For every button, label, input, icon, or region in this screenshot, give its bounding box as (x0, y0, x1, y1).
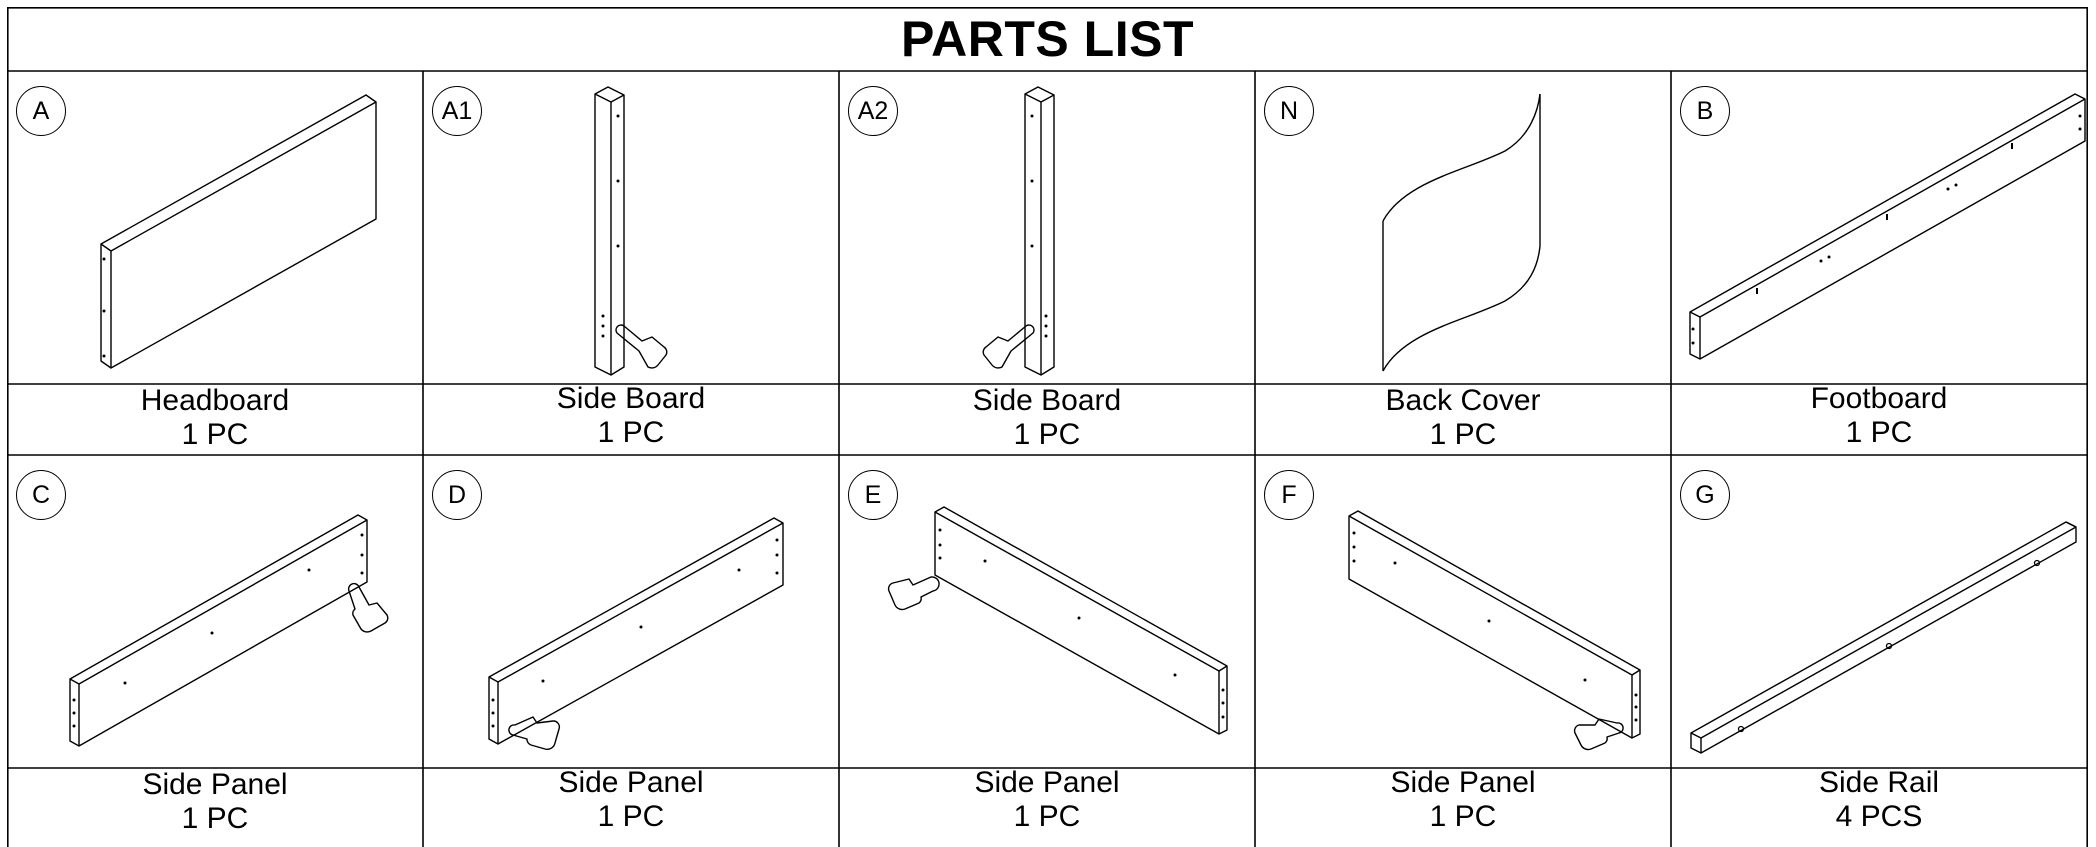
side-rail-icon (1690, 521, 2077, 754)
part-label: Side Panel 1 PC (1255, 766, 1671, 834)
part-label: Side Panel 1 PC (839, 766, 1255, 834)
part-label: Side Panel 1 PC (423, 766, 839, 834)
part-badge: F (1264, 470, 1314, 520)
side-panel-icon (488, 517, 784, 750)
part-name: Side Rail (1818, 766, 1940, 799)
table-grid (7, 7, 2088, 847)
part-label: Side Board 1 PC (839, 384, 1255, 452)
part-badge: A (16, 86, 66, 136)
part-quantity: 1 PC (181, 418, 249, 451)
part-quantity: 4 PCS (1835, 800, 1923, 833)
part-badge: A1 (432, 86, 482, 136)
part-name: Headboard (140, 384, 290, 417)
part-quantity: 1 PC (597, 416, 665, 449)
side-panel-icon (887, 506, 1228, 735)
part-badge: D (432, 470, 482, 520)
part-badge: C (16, 470, 66, 520)
side-panel-icon (69, 514, 389, 747)
part-name: Side Panel (558, 766, 704, 799)
part-badge: B (1680, 86, 1730, 136)
part-badge: G (1680, 470, 1730, 520)
part-name: Side Board (972, 384, 1122, 417)
part-name: Side Panel (1390, 766, 1536, 799)
part-label: Side Panel 1 PC (7, 768, 423, 836)
part-name: Side Panel (974, 766, 1120, 799)
part-quantity: 1 PC (1013, 800, 1081, 833)
side-panel-icon (1348, 510, 1641, 751)
part-quantity: 1 PC (1845, 416, 1913, 449)
parts-list-sheet: PARTS LIST A Headboard 1 PC A1 (7, 7, 2088, 847)
part-quantity: 1 PC (181, 802, 249, 835)
headboard-panel-icon (100, 94, 377, 369)
part-label: Headboard 1 PC (7, 384, 423, 452)
part-quantity: 1 PC (1013, 418, 1081, 451)
part-quantity: 1 PC (597, 800, 665, 833)
part-label: Back Cover 1 PC (1255, 384, 1671, 452)
side-board-right-icon (982, 86, 1055, 376)
part-name: Back Cover (1385, 384, 1541, 417)
part-quantity: 1 PC (1429, 418, 1497, 451)
part-badge: N (1264, 86, 1314, 136)
part-label: Footboard 1 PC (1671, 382, 2087, 450)
part-name: Side Board (556, 382, 706, 415)
part-label: Side Board 1 PC (423, 382, 839, 450)
part-label: Side Rail 4 PCS (1671, 766, 2087, 834)
part-quantity: 1 PC (1429, 800, 1497, 833)
part-badge: A2 (848, 86, 898, 136)
part-name: Side Panel (142, 768, 288, 801)
part-badge: E (848, 470, 898, 520)
part-name: Footboard (1810, 382, 1948, 415)
footboard-icon (1689, 93, 2086, 360)
back-cover-sheet-icon (1382, 93, 1541, 372)
page-title: PARTS LIST (901, 11, 1194, 67)
side-board-left-icon (594, 86, 668, 376)
